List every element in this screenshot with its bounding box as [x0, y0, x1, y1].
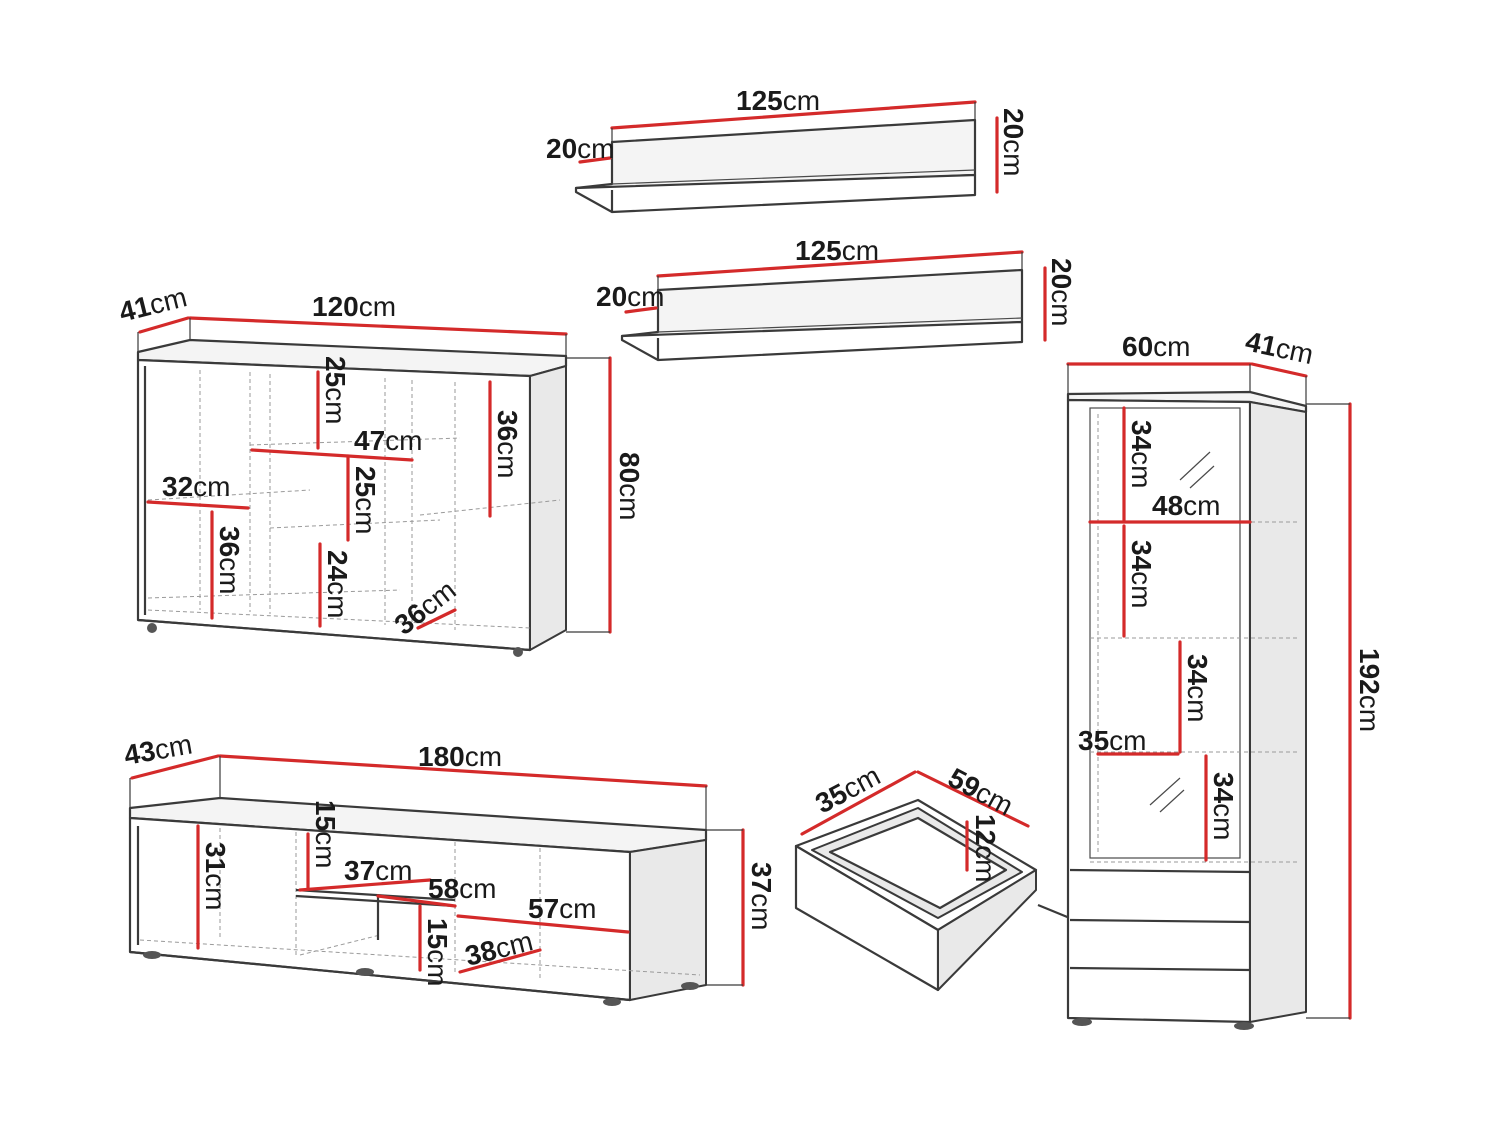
sideboard-width-line [188, 316, 568, 336]
cabinet-height-label: 192cm [1354, 648, 1385, 732]
shelf2-width-line [656, 250, 1024, 278]
drawer-width-line [916, 770, 1030, 828]
shelf1-height-label: 20cm [998, 108, 1029, 176]
sideboard-inner-mid-height-label: 25cm [350, 466, 381, 534]
tall-cabinet: 60cm 41cm 192cm 34cm 48cm 34cm 34cm 35cm… [1066, 326, 1385, 1030]
cabinet-comp3-label: 34cm [1182, 654, 1213, 722]
sideboard: 41cm 120cm 80cm 25cm 47cm 25cm 36cm 32cm… [116, 281, 645, 657]
shelf1-depth-line [578, 156, 612, 164]
sideboard-inner-bottom-label: 24cm [322, 550, 353, 618]
cabinet-inner-width-label: 48cm [1152, 490, 1220, 521]
shelf1-width-label: 125cm [736, 85, 820, 116]
tv-stand-inner-depth-label: 38cm [462, 925, 536, 972]
cabinet-depth-line [1250, 362, 1308, 378]
wall-shelf-bottom: 125cm 20cm 20cm [596, 235, 1077, 362]
tv-stand-mid-bottom-label: 15cm [422, 918, 453, 986]
sideboard-inner-mid-width-label: 47cm [354, 425, 422, 456]
tv-stand-depth-label: 43cm [122, 728, 195, 770]
cabinet-inner-depth-label: 35cm [1078, 725, 1146, 756]
sideboard-inner-top-label: 25cm [320, 356, 351, 424]
tv-stand-mid-top-label: 15cm [310, 800, 341, 868]
tv-stand-shelf-width-label: 58cm [428, 873, 496, 904]
drawer-depth-line [800, 770, 917, 836]
sideboard-width-label: 120cm [312, 291, 396, 322]
shelf2-height-label: 20cm [1046, 258, 1077, 326]
sideboard-inner-left-height-label: 36cm [214, 526, 245, 594]
cabinet-comp2-label: 34cm [1126, 540, 1157, 608]
tv-stand-width-line [218, 754, 708, 788]
cabinet-width-label: 60cm [1122, 331, 1190, 362]
wall-shelf-top: 125cm 20cm 20cm [546, 85, 1029, 214]
sideboard-height-label: 80cm [614, 452, 645, 520]
shelf1-width-line [610, 100, 977, 130]
cabinet-depth-label: 41cm [1243, 326, 1316, 371]
tv-stand-depth-line [130, 754, 220, 780]
tv-stand-left-height-label: 31cm [200, 842, 231, 910]
tv-stand: 43cm 180cm 37cm 31cm 15cm 37cm 58cm 57cm… [122, 728, 777, 1006]
tv-stand-right-width-label: 57cm [528, 893, 596, 924]
sideboard-depth-line [138, 316, 190, 334]
sideboard-inner-right-top-label: 36cm [492, 410, 523, 478]
tv-stand-height-label: 37cm [746, 862, 777, 930]
sideboard-inner-left-width-label: 32cm [162, 471, 230, 502]
drawer-height-label: 12cm [970, 814, 1001, 882]
tv-stand-mid-width-label: 37cm [344, 855, 412, 886]
shelf1-depth-label: 20cm [546, 133, 614, 164]
shelf2-depth-label: 20cm [596, 281, 664, 312]
shelf2-width-label: 125cm [795, 235, 879, 266]
tv-stand-width-label: 180cm [418, 741, 502, 772]
cabinet-comp1-label: 34cm [1126, 420, 1157, 488]
cabinet-comp4-label: 34cm [1208, 772, 1239, 840]
shelf2-depth-line [624, 306, 658, 314]
drawer-width-label: 59cm [943, 762, 1018, 822]
